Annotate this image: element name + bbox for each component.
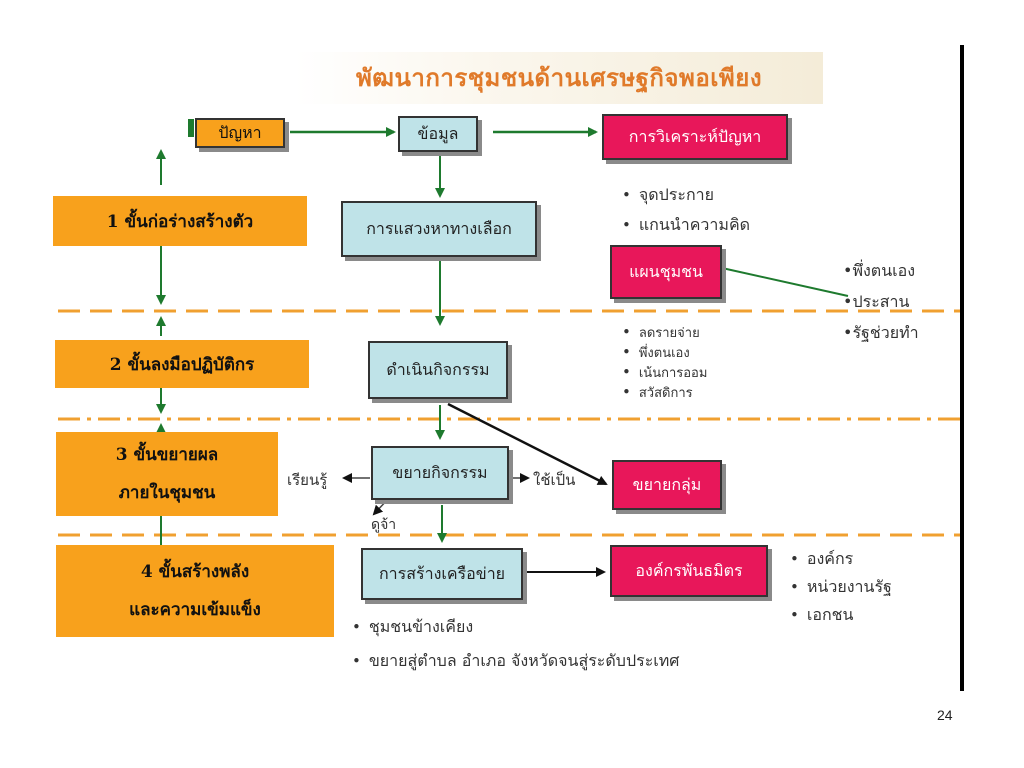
operate-bullet-3: เน้นการออม: [622, 363, 708, 383]
expand-group-box: ขยายกลุ่ม: [612, 460, 722, 510]
problem-box: ปัญหา: [195, 118, 285, 148]
analysis-bullet-2: แกนนำความคิด: [622, 210, 750, 240]
use-label: ใช้เป็น: [533, 471, 576, 489]
expand-activity-label: ขยายกิจกรรม: [392, 462, 488, 482]
expand-activity-box: ขยายกิจกรรม: [371, 446, 509, 500]
stage-3-line2: ภายในชุมชน: [118, 483, 216, 503]
page-number: 24: [937, 707, 953, 723]
network-box: การสร้างเครือข่าย: [361, 548, 523, 600]
observe-label: ดูจ้า: [371, 517, 397, 533]
community-plan-label: แผนชุมชน: [629, 261, 703, 281]
stage-4-box: 4 ขั้นสร้างพลัง และความเข้มแข็ง: [56, 545, 334, 637]
alliance-bullets: องค์กร หน่วยงานรัฐ เอกชน: [790, 545, 892, 629]
problem-marker: [188, 119, 194, 137]
operate-label: ดำเนินกิจกรรม: [386, 359, 490, 379]
plan-item-1: •พึ่งตนเอง: [843, 261, 916, 280]
stage-4-line2: และความเข้มแข็ง: [129, 600, 261, 620]
analysis-bullets: จุดประกาย แกนนำความคิด: [622, 180, 750, 240]
line-plan-to-list: [721, 267, 849, 297]
stage-4-line1: 4 ขั้นสร้างพลัง: [140, 562, 250, 582]
alliance-bullet-3: เอกชน: [790, 601, 892, 629]
alliance-label: องค์กรพันธมิตร: [635, 560, 743, 580]
right-border-bar: [960, 45, 964, 691]
stage-1-label: 1 ขั้นก่อร่างสร้างตัว: [106, 211, 254, 232]
plan-item-3: •รัฐช่วยทำ: [843, 323, 919, 342]
network-label: การสร้างเครือข่าย: [378, 563, 506, 583]
data-box: ข้อมูล: [398, 116, 478, 152]
expand-group-label: ขยายกลุ่ม: [632, 474, 702, 494]
operate-bullet-2: พึ่งตนเอง: [622, 343, 707, 363]
stage-2-box: 2 ขั้นลงมือปฏิบัติกร: [55, 340, 309, 388]
stage-2-label: 2 ขั้นลงมือปฏิบัติกร: [109, 354, 255, 375]
plan-item-2: •ประสาน: [843, 292, 910, 311]
alliance-bullet-1: องค์กร: [790, 545, 892, 573]
operate-bullets: ลดรายจ่าย พึ่งตนเอง เน้นการออม สวัสดิการ: [622, 323, 708, 403]
analysis-box: การวิเคราะห์ปัญหา: [602, 114, 788, 160]
stage-3-line1: 3 ขั้นขยายผล: [115, 445, 219, 465]
diagram-title: พัฒนาการชุมชนด้านเศรษฐกิจพอเพียง: [355, 63, 763, 92]
analysis-bullet-1: จุดประกาย: [622, 180, 750, 210]
operate-box: ดำเนินกิจกรรม: [368, 341, 508, 399]
network-bullets: ชุมชนข้างเคียง ขยายสู่ตำบล อำเภอ จังหวัด…: [352, 610, 680, 678]
alliance-box: องค์กรพันธมิตร: [610, 545, 768, 597]
problem-label: ปัญหา: [218, 122, 262, 142]
learn-label: เรียนรู้: [287, 471, 328, 489]
network-bullet-1: ชุมชนข้างเคียง: [352, 610, 679, 644]
analysis-label: การวิเคราะห์ปัญหา: [628, 126, 762, 146]
alliance-bullet-2: หน่วยงานรัฐ: [790, 573, 892, 601]
operate-bullet-1: ลดรายจ่าย: [622, 323, 707, 343]
network-bullet-2: ขยายสู่ตำบล อำเภอ จังหวัดจนสู่ระดับประเท…: [352, 644, 680, 678]
arrow-operate-expandgroup: [447, 402, 608, 486]
alternatives-label: การแสวงหาทางเลือก: [366, 218, 512, 238]
stage-1-box: 1 ขั้นก่อร่างสร้างตัว: [53, 196, 307, 246]
title-band: [295, 52, 823, 104]
alternatives-box: การแสวงหาทางเลือก: [341, 201, 537, 257]
data-label: ข้อมูล: [417, 123, 459, 143]
operate-bullet-4: สวัสดิการ: [622, 383, 707, 403]
community-plan-box: แผนชุมชน: [610, 245, 722, 299]
stage-3-box: 3 ขั้นขยายผล ภายในชุมชน: [56, 432, 278, 516]
